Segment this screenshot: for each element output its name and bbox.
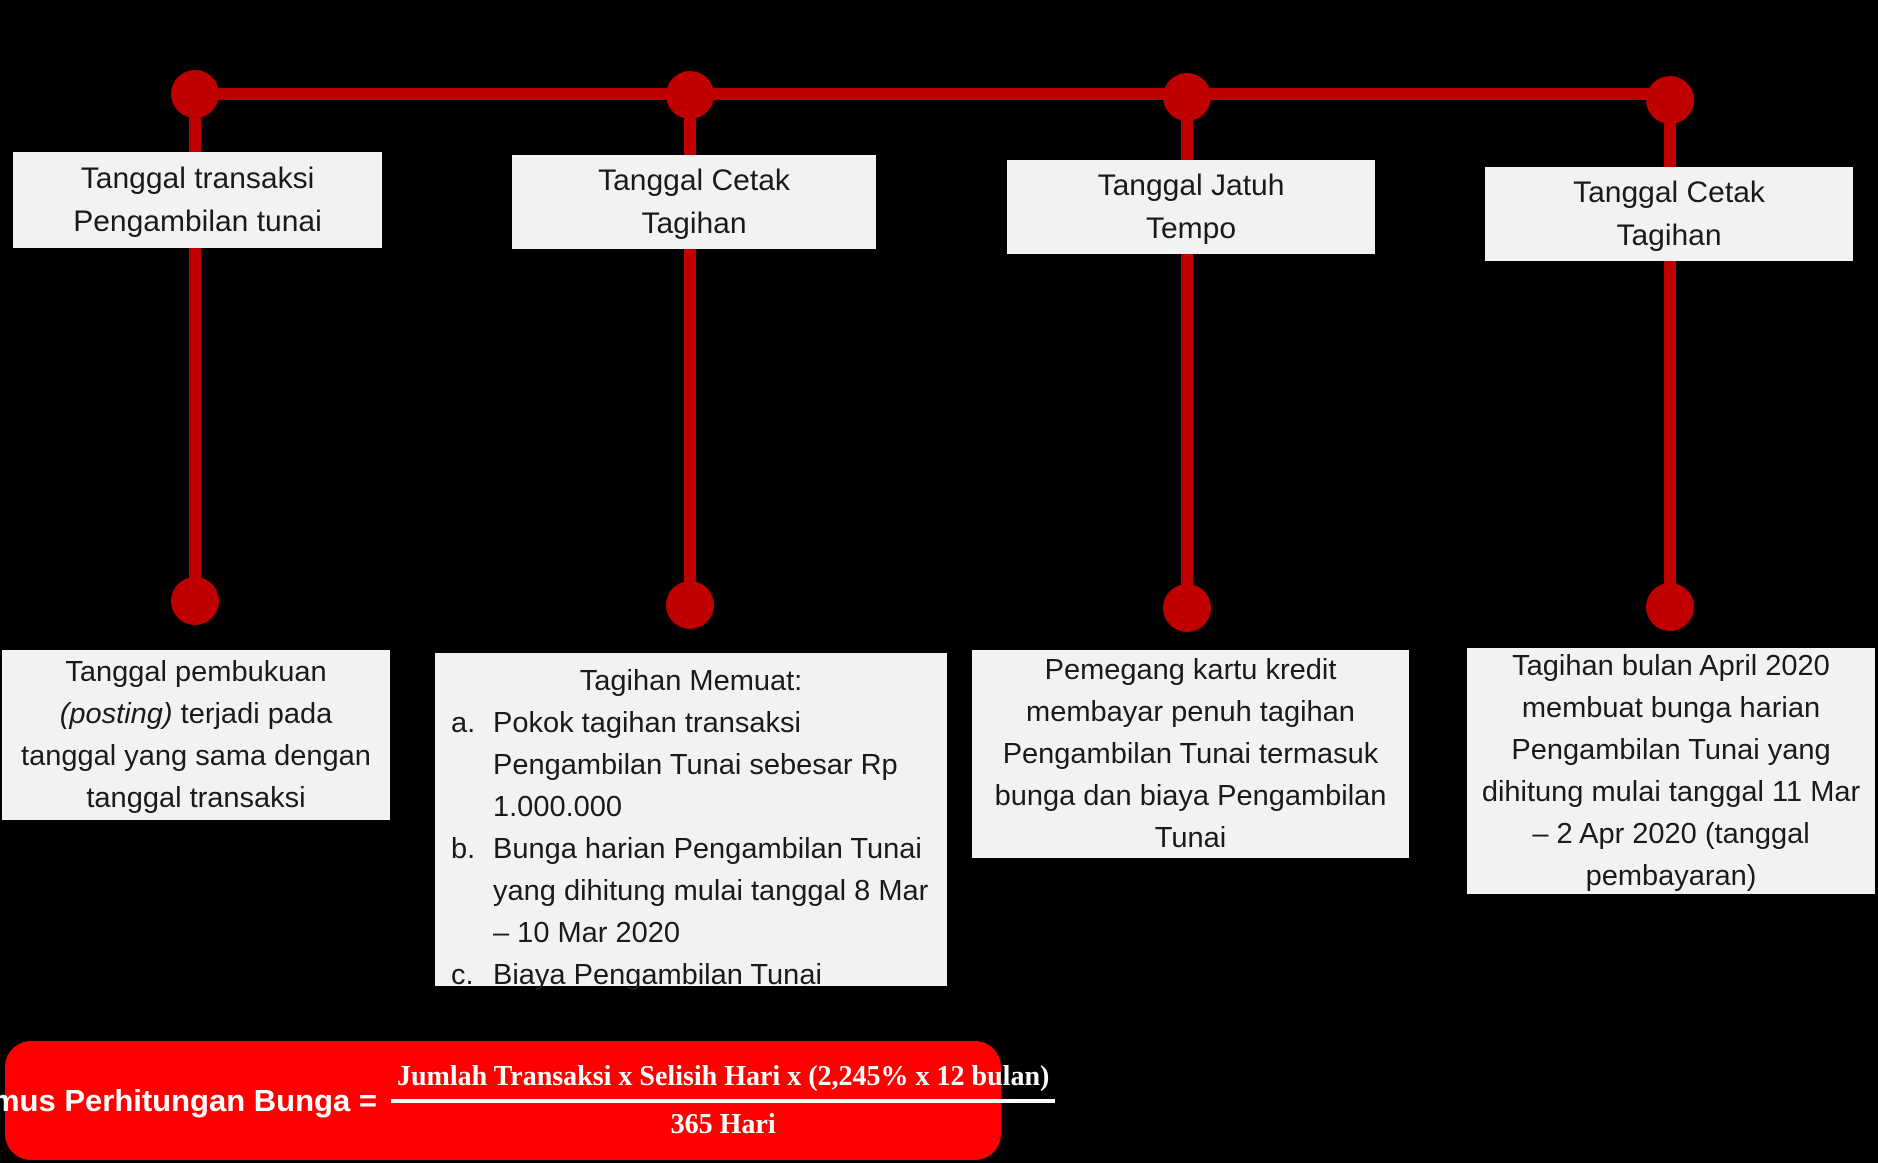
timeline-dot-bottom (1646, 583, 1694, 631)
event-label-box-transaction-date: Tanggal transaksi Pengambilan tunai (13, 152, 382, 248)
note-due-payment-text: Pemegang kartu kredit membayar penuh tag… (994, 653, 1387, 855)
timeline-dot-top (1163, 73, 1211, 121)
formula-numerator: Jumlah Transaksi x Selisih Hari x (2,245… (390, 1061, 1056, 1103)
event-label-line: Tempo (1145, 212, 1237, 245)
timeline-horizontal-line (195, 88, 1670, 100)
timeline-dot-top (171, 70, 219, 118)
event-label-line: Tagihan (1616, 219, 1722, 252)
bill-item-marker: b. (451, 833, 476, 866)
timeline-dot-bottom (1163, 584, 1211, 632)
timeline-dot-bottom (666, 581, 714, 629)
note-posting-text: Tanggal pembukuan (posting) terjadi pada… (10, 651, 382, 819)
bill-list-item: c. Biaya Pengambilan Tunai (435, 954, 947, 996)
bill-item-text: Pokok tagihan transaksi Pengambilan Tuna… (493, 707, 898, 824)
note-box-due-payment: Pemegang kartu kredit membayar penuh tag… (972, 650, 1409, 858)
note-posting-post: terjadi pada tanggal yang sama dengan ta… (21, 697, 371, 815)
interest-formula-box: Rumus Perhitungan Bunga = Jumlah Transak… (0, 1041, 1056, 1160)
timeline-dot-top (666, 71, 714, 119)
bill-item-text: Bunga harian Pengambilan Tunai yang dihi… (493, 833, 929, 950)
bill-item-text: Biaya Pengambilan Tunai (493, 959, 822, 992)
timeline-dot-bottom (171, 577, 219, 625)
event-label-line: Pengambilan tunai (73, 205, 322, 238)
note-box-posting: Tanggal pembukuan (posting) terjadi pada… (2, 650, 390, 820)
note-box-april-bill: Tagihan bulan April 2020 membuat bunga h… (1467, 648, 1875, 894)
note-posting-italic: (posting) (59, 697, 173, 730)
event-label-box-due-date: Tanggal Jatuh Tempo (1007, 160, 1375, 254)
event-label-line: Tagihan (641, 207, 747, 240)
timeline-dot-top (1646, 76, 1694, 124)
bill-item-marker: a. (451, 707, 476, 740)
note-box-bill-contents: Tagihan Memuat: a. Pokok tagihan transak… (435, 653, 947, 991)
formula-denominator: 365 Hari (670, 1108, 776, 1140)
formula-label: Rumus Perhitungan Bunga = (0, 1082, 377, 1118)
bill-list-item: b. Bunga harian Pengambilan Tunai yang d… (435, 828, 947, 954)
event-label-line: Tanggal transaksi (80, 161, 315, 195)
event-label-box-statement-print-date: Tanggal Cetak Tagihan (512, 155, 876, 249)
note-posting-pre: Tanggal pembukuan (65, 655, 327, 688)
note-april-bill-text: Tagihan bulan April 2020 membuat bunga h… (1481, 649, 1861, 893)
bill-item-marker: c. (451, 959, 474, 992)
bill-list-title: Tagihan Memuat: (579, 665, 803, 697)
event-label-line: Tanggal Cetak (598, 163, 790, 197)
event-label-box-statement-print-date-2: Tanggal Cetak Tagihan (1485, 167, 1853, 261)
bill-list-item: a. Pokok tagihan transaksi Pengambilan T… (435, 702, 947, 828)
event-label-line: Tanggal Jatuh (1097, 168, 1285, 202)
event-label-line: Tanggal Cetak (1573, 175, 1765, 209)
formula-fraction: Jumlah Transaksi x Selisih Hari x (2,245… (390, 1061, 1056, 1141)
